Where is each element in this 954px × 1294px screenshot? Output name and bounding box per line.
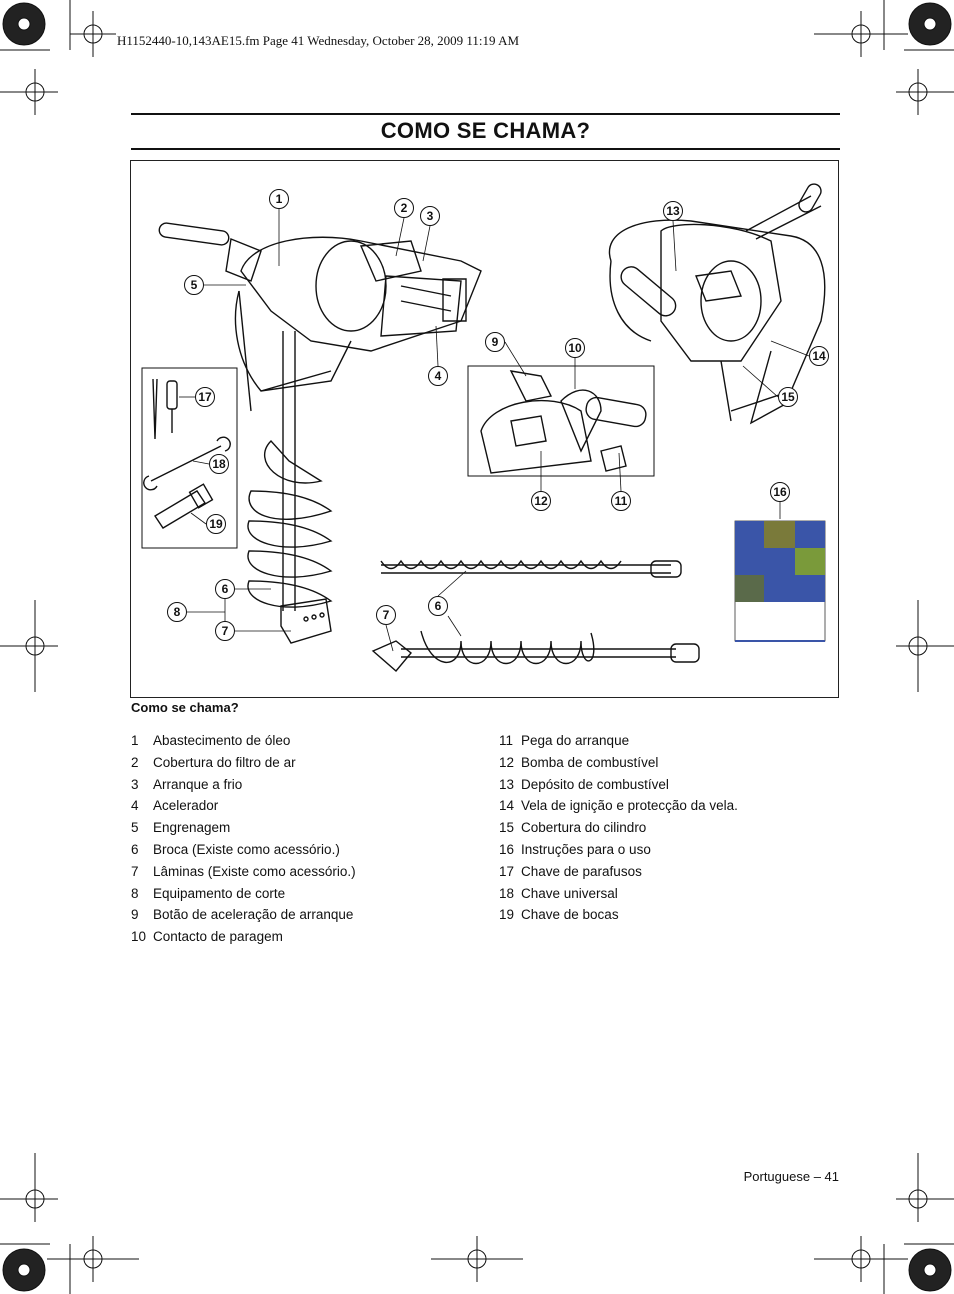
legend-item-text: Chave de parafusos [521,863,642,879]
legend-item: 4 Acelerador [131,795,356,817]
legend-item: 10 Contacto de paragem [131,926,356,948]
callout-2: 2 [394,198,414,218]
legend-item: 15 Cobertura do cilindro [499,817,738,839]
callout-13: 13 [663,201,683,221]
legend-item-number: 9 [131,907,139,923]
callout-1: 1 [269,189,289,209]
callout-17: 17 [195,387,215,407]
legend-item: 11 Pega do arranque [499,730,738,752]
legend-item-text: Cobertura do cilindro [521,820,647,836]
figure-caption: Como se chama? [131,700,239,715]
callout-11: 11 [611,491,631,511]
legend-item: 12 Bomba de combustível [499,752,738,774]
legend-item-text: Engrenagem [153,820,231,836]
legend-item: 18 Chave universal [499,883,738,905]
callout-14: 14 [809,346,829,366]
legend-item-number: 4 [131,798,139,814]
callout-10: 10 [565,338,585,358]
callout-15: 15 [778,387,798,407]
legend-item-text: Botão de aceleração de arranque [153,907,354,923]
legend-right: 11 Pega do arranque 12 Bomba de combustível… [499,730,738,926]
legend-item-number: 18 [499,885,515,901]
callout-9: 9 [485,332,505,352]
legend-item: 5 Engrenagem [131,817,356,839]
legend-item: 19 Chave de bocas [499,904,738,926]
legend-item: 16 Instruções para o uso [499,839,738,861]
legend-item: 7 Lâminas (Existe como acessório.) [131,861,356,883]
callout-12: 12 [531,491,551,511]
legend-item-number: 12 [499,754,515,770]
legend-item-text: Equipamento de corte [153,885,286,901]
legend-item-number: 10 [131,929,147,945]
callout-19: 19 [206,514,226,534]
legend-item-number: 8 [131,885,139,901]
callout-7: 7 [215,621,235,641]
legend-item-text: Instruções para o uso [521,841,651,857]
legend-item: 3 Arranque a frio [131,774,356,796]
legend-item-text: Bomba de combustível [521,754,659,770]
print-header: H1152440-10,143AE15.fm Page 41 Wednesday… [117,33,520,48]
legend-left: 1 Abastecimento de óleo 2 Cobertura do filt… [131,730,356,948]
legend-item: 9 Botão de aceleração de arranque [131,904,356,926]
legend-item-text: Depósito de combustível [521,776,669,792]
legend-item-number: 17 [499,863,515,879]
legend-item-text: Pega do arranque [521,733,630,748]
legend-item-number: 19 [499,907,515,923]
legend-item-text: Broca (Existe como acessório.) [153,841,340,857]
legend-item: 13 Depósito de combustível [499,774,738,796]
callout-16: 16 [770,482,790,502]
legend-item-text: Cobertura do filtro de ar [153,754,296,770]
legend-item-text: Chave de bocas [521,907,619,923]
legend-item-number: 7 [131,863,139,879]
callout-6: 6 [428,596,448,616]
legend-item-text: Arranque a frio [153,776,243,792]
callout-3: 3 [420,206,440,226]
legend-item-number: 13 [499,776,515,792]
legend-item-number: 15 [499,820,515,836]
legend-item-text: Acelerador [153,798,219,814]
operator-manual-booklet [734,520,826,642]
zoom-inset [467,365,655,477]
page-footer: Portuguese – 41 [743,1169,839,1184]
leader-lines [179,209,810,652]
auger-powerhead-left [158,222,482,412]
drill-bit-assembly [371,559,700,672]
auger-shaft [247,331,333,644]
auger-powerhead-right [608,183,826,425]
legend-item-text: Chave universal [521,885,618,901]
legend-item: 8 Equipamento de corte [131,883,356,905]
legend-item-number: 1 [131,733,139,748]
legend-item-number: 5 [131,820,139,836]
legend-item-number: 3 [131,776,139,792]
callout-7: 7 [376,605,396,625]
title-rule-top [131,113,840,115]
callout-5: 5 [184,275,204,295]
legend-item: 17 Chave de parafusos [499,861,738,883]
legend-item: 2 Cobertura do filtro de ar [131,752,356,774]
callout-6: 6 [215,579,235,599]
legend-item-number: 6 [131,841,139,857]
legend-item-text: Contacto de paragem [153,929,283,945]
legend-item-text: Vela de ignição e protecção da vela. [521,798,738,814]
legend-item-number: 14 [499,798,515,814]
auger-illustration [141,183,826,672]
legend-item-number: 16 [499,841,515,857]
legend-item-number: 2 [131,754,139,770]
tool-kit [141,367,238,549]
callout-4: 4 [428,366,448,386]
callout-8: 8 [167,602,187,622]
legend-item: 14 Vela de ignição e protecção da vela. [499,795,738,817]
title-rule-bottom [131,148,840,150]
legend-item-text: Abastecimento de óleo [153,733,291,748]
legend-item-text: Lâminas (Existe como acessório.) [153,863,356,879]
page-title: COMO SE CHAMA? [380,118,591,143]
legend-item: 6 Broca (Existe como acessório.) [131,839,356,861]
callout-18: 18 [209,454,229,474]
legend-item: 1 Abastecimento de óleo [131,730,356,752]
legend-item-number: 11 [499,733,514,748]
